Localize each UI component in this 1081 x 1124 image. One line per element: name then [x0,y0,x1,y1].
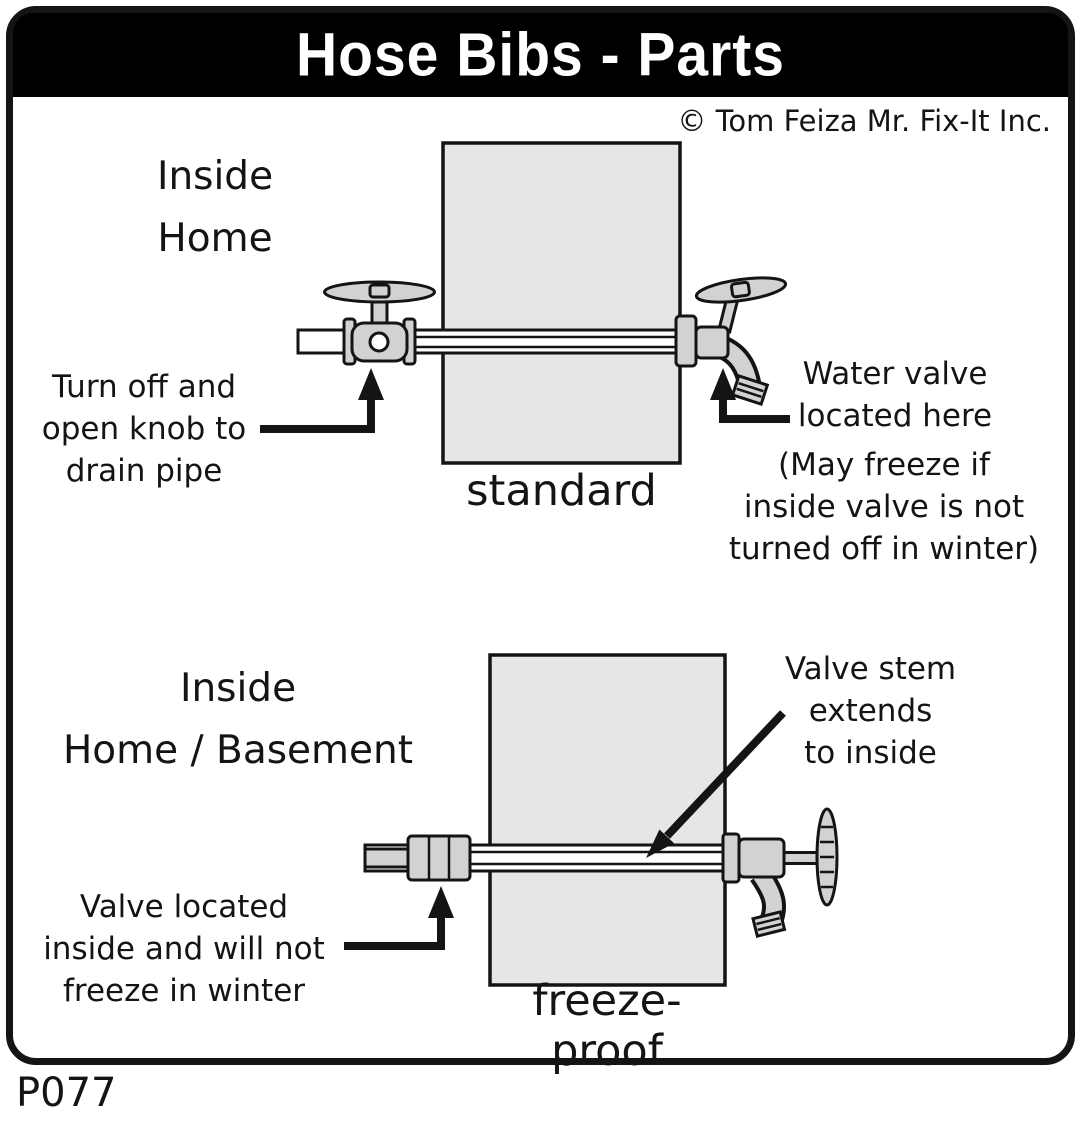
wall-standard [441,141,682,465]
faucet-thread-line [756,917,780,926]
label-line: located here [797,398,993,434]
page-title: Hose Bibs - Parts [296,20,785,90]
title-bar: Hose Bibs - Parts [13,13,1068,97]
inside-valve-note-label: Valve located inside and will not freeze… [26,886,342,1012]
label-line: Valve stem [784,651,957,687]
bib-wall-flange [674,314,698,368]
label-line: drain pipe [65,453,223,489]
valve-handle-hub [368,283,391,299]
supply-pipe-stub [363,847,412,869]
drain-arrow-shaft [260,398,375,433]
valve-stem-note-label: Valve stem extends to inside [768,648,973,774]
standard-location-label: Inside Home [95,146,335,270]
label-line: Water valve [802,356,988,392]
bib-body [694,325,730,360]
label-line: inside valve is not [743,489,1025,525]
bib-threaded-tip [730,373,770,407]
label-line: (May freeze if [778,447,990,483]
stem-arrow [646,710,786,858]
diagram-code: P077 [16,1070,117,1116]
stem-arrow-head [646,829,674,858]
standard-diagram [260,141,790,465]
inside-shutoff-valve [323,280,436,366]
label-line: Valve located [79,889,289,925]
freezeproof-pipe [363,843,739,873]
wall-freezeproof [488,653,727,987]
water-valve-arrow [710,368,790,423]
label-line: turned off in winter) [728,531,1040,567]
diagram-frame: Hose Bibs - Parts [6,6,1075,1065]
drain-note-label: Turn off and open knob to drain pipe [28,366,260,492]
label-line: Home / Basement [62,728,414,773]
bib-handle-hub [730,280,751,299]
label-line: inside and will not [43,931,325,967]
inside-valve-arrow-head [428,886,454,918]
water-valve-note-label: Water valve located here [782,353,1008,437]
label-line: Turn off and [51,369,237,405]
inside-valve-arrow [344,886,454,950]
freezeproof-caption: freeze-proof [532,976,682,1076]
label-line: extends [808,693,933,729]
drain-arrow [260,368,384,433]
faucet-wall-flange [721,832,741,884]
faucet-thread-line [757,922,782,932]
bib-thread-line [738,381,764,393]
faucet-body [737,837,786,879]
label-line: freeze in winter [62,973,306,1009]
label-line: open knob to [41,411,247,447]
inside-coupling [406,834,472,882]
copyright-text: © Tom Feiza Mr. Fix-It Inc. [677,104,1051,138]
freezeproof-faucet [721,807,839,938]
label-line: Inside [156,154,274,199]
coupling-body [406,834,472,882]
faucet-threaded-tip [751,910,787,938]
standard-hose-bib [674,276,788,407]
water-valve-arrow-head [710,368,736,400]
freeze-warning-label: (May freeze if inside valve is not turne… [698,444,1070,570]
water-valve-arrow-shaft [719,398,790,423]
label-line: Home [157,216,273,261]
stem-arrow-shaft [664,710,786,839]
bib-thread-line [736,387,762,399]
freezeproof-location-label: Inside Home / Basement [42,658,434,782]
label-line: to inside [804,735,937,771]
drain-arrow-head [358,368,384,400]
standard-caption: standard [466,466,657,516]
valve-drain-cap [368,331,390,353]
inside-valve-arrow-shaft [344,916,445,950]
label-line: Inside [179,666,297,711]
freezeproof-diagram [344,653,839,987]
